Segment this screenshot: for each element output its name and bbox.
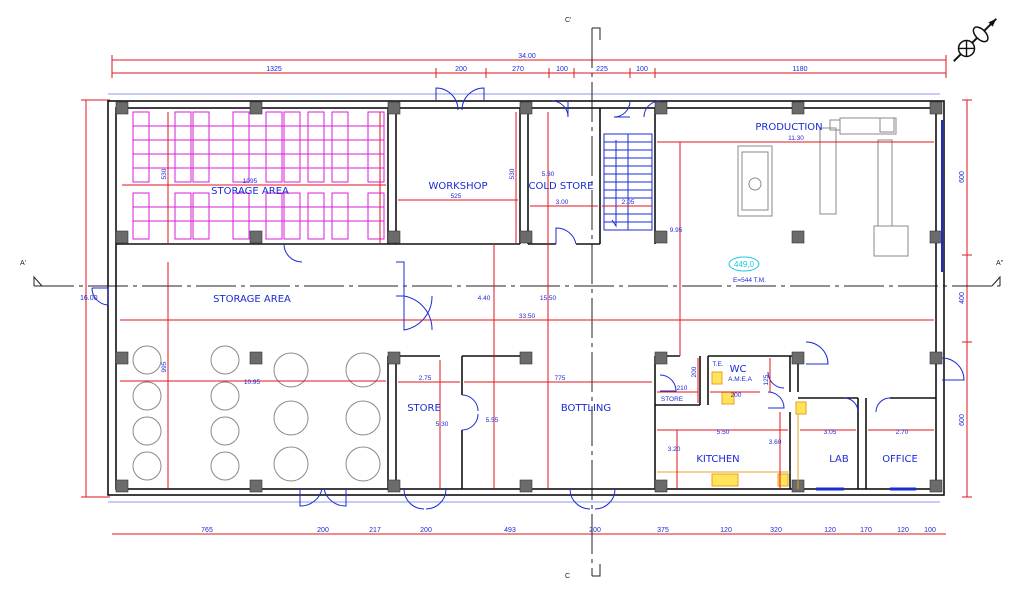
dim-kitchen-height-2: 3.60 xyxy=(769,439,782,446)
structural-columns xyxy=(115,101,943,493)
left-dimension-lines: 16.00 xyxy=(80,99,110,498)
dim-overall: 34.00 xyxy=(518,53,536,60)
dim-kitchen-width: 5.50 xyxy=(717,429,730,436)
dim-lab-width: 3.05 xyxy=(824,429,837,436)
room-label-bottling: BOTTLING xyxy=(561,403,611,414)
dim-bottom-12: 100 xyxy=(924,527,936,534)
north-arrow-icon xyxy=(953,18,997,62)
dim-cold-width: 3.00 xyxy=(556,199,569,206)
room-label-te: T.E. xyxy=(712,361,723,368)
dim-bottom-4: 493 xyxy=(504,527,516,534)
dim-workshop-width: 525 xyxy=(451,193,462,200)
section-mark-right: A'' xyxy=(996,260,1003,267)
room-label-lab: LAB xyxy=(829,454,849,465)
dim-store-height-2: 5.55 xyxy=(486,417,499,424)
dim-store-width: 2.75 xyxy=(419,375,432,382)
dim-right-2: 600 xyxy=(959,414,966,426)
dim-bottom-2: 217 xyxy=(369,527,381,534)
doors xyxy=(91,87,965,510)
dim-lower-left-width: 10.95 xyxy=(244,379,261,386)
production-machinery xyxy=(737,117,909,257)
right-dimension-lines: 600 400 600 xyxy=(959,99,972,498)
dim-top-1: 200 xyxy=(455,66,467,73)
level-value: 449,0 xyxy=(734,260,755,269)
dim-bottom-8: 320 xyxy=(770,527,782,534)
dim-bottom-11: 120 xyxy=(897,527,909,534)
dim-lower-left-height: 995 xyxy=(161,361,168,372)
room-label-storage-top: STORAGE AREA xyxy=(211,186,289,197)
dim-store-height: 5.30 xyxy=(436,421,449,428)
inner-walls xyxy=(116,108,936,489)
section-mark-bottom: C xyxy=(565,573,570,580)
room-label-storage-mid: STORAGE AREA xyxy=(213,294,291,305)
room-label-amea: A.M.E.A xyxy=(728,376,753,383)
bottom-dimension-lines: 765 200 217 200 493 200 375 120 320 120 … xyxy=(112,527,946,535)
interior-dimensions xyxy=(120,112,934,489)
dim-right-0: 600 xyxy=(959,171,966,183)
section-lines: C' C A' A'' xyxy=(20,17,1003,580)
room-label-kitchen: KITCHEN xyxy=(696,454,739,465)
dim-bottom-1: 200 xyxy=(317,527,329,534)
room-label-office: OFFICE xyxy=(882,454,918,465)
dim-top-2: 270 xyxy=(512,66,524,73)
dim-bottom-7: 120 xyxy=(720,527,732,534)
dim-kitchen-height: 3.20 xyxy=(668,446,681,453)
dim-store-small-height: 200 xyxy=(691,366,698,377)
room-label-store: STORE xyxy=(407,403,441,414)
dim-production-height: 9.95 xyxy=(670,227,683,234)
dim-bottom-5: 200 xyxy=(589,527,601,534)
dim-storage-height: 530 xyxy=(161,168,168,179)
level-marker: 449,0 E=544 T.M. xyxy=(728,256,766,284)
section-mark-top: C' xyxy=(565,17,571,24)
dim-wc-width: 200 xyxy=(731,392,742,399)
dim-bottling-width: 775 xyxy=(555,375,566,382)
dim-stair-width: 2.05 xyxy=(622,199,635,206)
dim-store-small-width: 210 xyxy=(677,385,688,392)
dim-bottom-3: 200 xyxy=(420,527,432,534)
tanks xyxy=(132,345,381,482)
dim-bottom-0: 765 xyxy=(201,527,213,534)
dim-production-width: 11.30 xyxy=(788,135,804,142)
dim-cold-height: 5.30 xyxy=(542,171,555,178)
dim-right-1: 400 xyxy=(959,292,966,304)
dimension-labels: 1095 530 530 525 5.30 3.00 2.05 11.30 9.… xyxy=(161,135,909,453)
dim-wc-height: 125 xyxy=(763,374,770,385)
room-labels: STORAGE AREA WORKSHOP COLD STORE PRODUCT… xyxy=(211,122,918,465)
room-label-wc: WC xyxy=(730,364,747,375)
dim-mid-a: 4.40 xyxy=(478,295,491,302)
dim-top-6: 1180 xyxy=(792,66,807,73)
dim-top-5: 100 xyxy=(636,66,648,73)
dim-top-0: 1325 xyxy=(266,66,282,73)
dim-mid-b: 15.50 xyxy=(540,295,557,302)
dim-office-width: 2.70 xyxy=(896,429,909,436)
dim-top-4: 225 xyxy=(596,66,608,73)
staircase xyxy=(603,133,653,231)
dim-inner-width: 33.50 xyxy=(519,313,536,320)
dim-bottom-10: 170 xyxy=(860,527,872,534)
storage-racks xyxy=(132,111,385,240)
dim-bottom-9: 120 xyxy=(824,527,836,534)
room-label-small-store: STORE xyxy=(661,396,684,403)
dim-top-3: 100 xyxy=(556,66,568,73)
room-label-production: PRODUCTION xyxy=(755,122,822,133)
dim-left-height: 16.00 xyxy=(80,295,98,302)
fixtures xyxy=(657,371,807,489)
top-dimension-lines: 34.00 1325 200 270 100 225 100 1180 xyxy=(111,53,947,78)
level-elevation: E=544 T.M. xyxy=(733,277,766,284)
dim-storage-width: 1095 xyxy=(243,178,258,185)
room-label-workshop: WORKSHOP xyxy=(428,181,487,192)
dim-bottom-6: 375 xyxy=(657,527,669,534)
dim-storage-height-2: 530 xyxy=(509,168,516,179)
room-label-cold-store: COLD STORE xyxy=(529,181,594,192)
section-mark-left: A' xyxy=(20,260,26,267)
